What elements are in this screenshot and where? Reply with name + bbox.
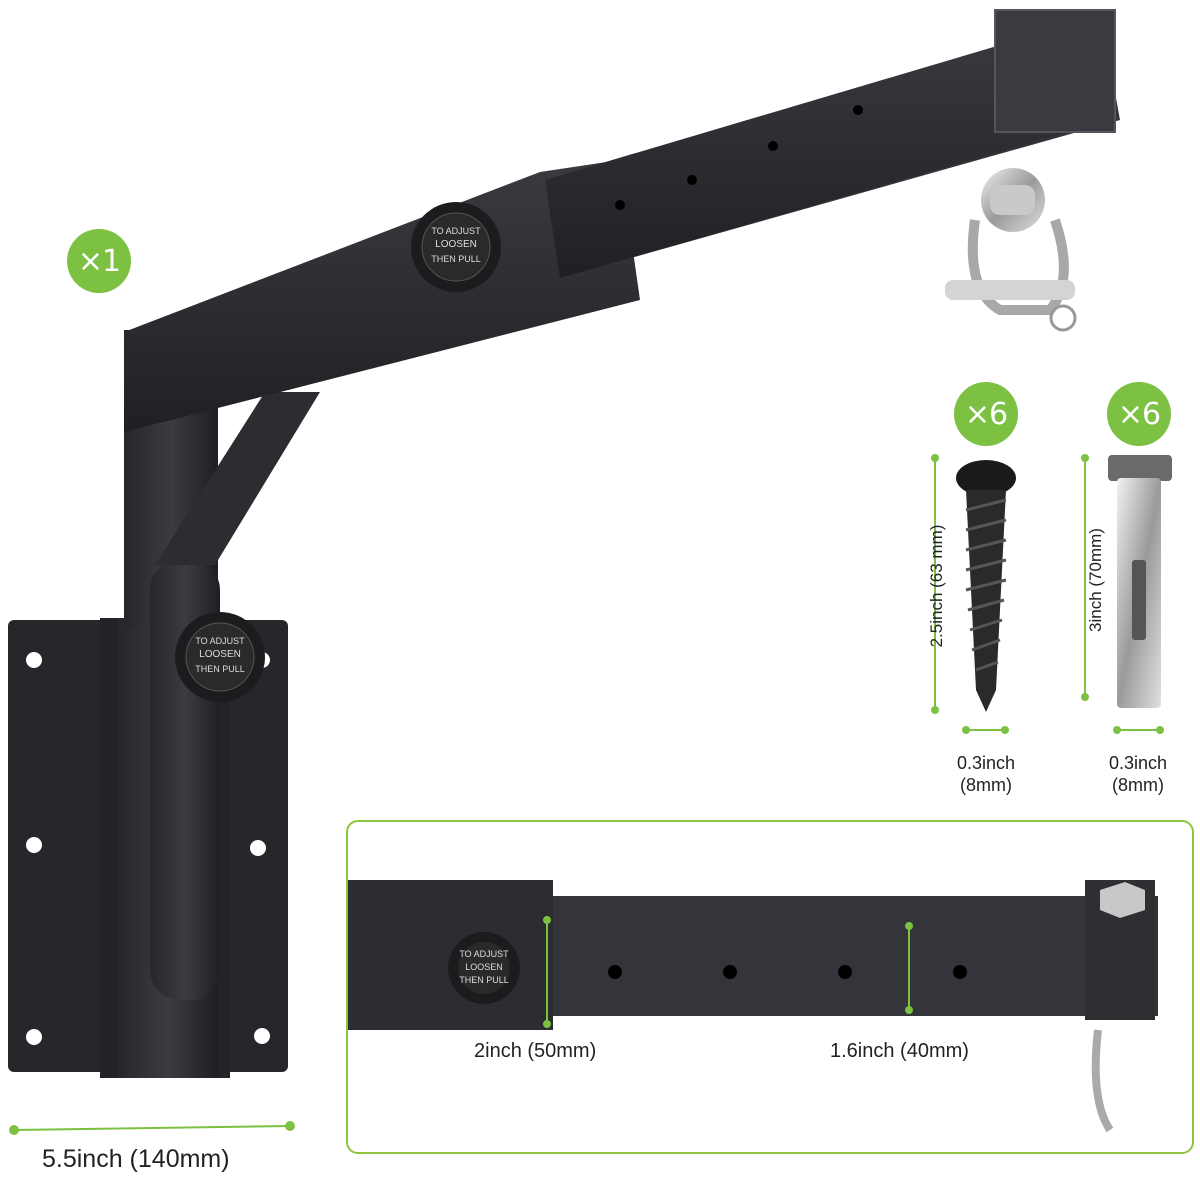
inset-frame (346, 820, 1194, 1154)
plate-hole (254, 1028, 270, 1044)
bolt-qty-badge: ×6 (1107, 382, 1171, 446)
anchor-bolt (1108, 455, 1172, 708)
main-arm (124, 160, 640, 432)
lower-knob-text: TO ADJUST LOOSEN THEN PULL (184, 634, 256, 676)
bracket-qty-badge: ×1 (67, 229, 131, 293)
screw-diameter-line2: (8mm) (960, 775, 1012, 795)
knob-line3: THEN PULL (431, 254, 481, 264)
wood-screw (956, 460, 1016, 712)
knob-line1: TO ADJUST (431, 226, 481, 236)
arm-end-cap (994, 9, 1116, 133)
knob-line3: THEN PULL (195, 664, 245, 674)
knob-line2: LOOSEN (465, 962, 503, 972)
plate-width-label: 5.5inch (140mm) (42, 1145, 230, 1173)
bolt-length-label: 3inch (70mm) (1086, 528, 1105, 632)
screw-length-label: 2.5inch (63 mm) (927, 524, 946, 648)
knob-line2: LOOSEN (435, 239, 477, 250)
plate-hole (26, 837, 42, 853)
inset-tube (348, 880, 1158, 1133)
screw-qty-badge: ×6 (954, 382, 1018, 446)
plate-hole (26, 1029, 42, 1045)
upper-knob-icon (411, 202, 501, 292)
plate-hole (26, 652, 42, 668)
screw-diameter-line1: 0.3inch (956, 753, 1016, 773)
screw-diameter-label: 0.3inch (8mm) (936, 752, 1036, 796)
inner-tube-label: 1.6inch (40mm) (830, 1040, 969, 1062)
knob-line1: TO ADJUST (459, 949, 509, 959)
swivel-shackle (945, 168, 1077, 332)
bolt-diameter-line1: 0.3inch (1108, 753, 1168, 773)
knob-line3: THEN PULL (459, 975, 509, 985)
knob-line2: LOOSEN (199, 649, 241, 660)
bolt-diameter-label: 0.3inch (8mm) (1088, 752, 1188, 796)
inset-knob-text: TO ADJUST LOOSEN THEN PULL (450, 948, 518, 987)
outer-tube-label: 2inch (50mm) (474, 1040, 597, 1062)
plate-hole (250, 840, 266, 856)
upper-knob-text: TO ADJUST LOOSEN THEN PULL (420, 224, 492, 266)
diagonal-brace (155, 392, 320, 565)
lower-knob-icon (175, 612, 265, 702)
knob-line1: TO ADJUST (195, 636, 245, 646)
bolt-diameter-line2: (8mm) (1112, 775, 1164, 795)
